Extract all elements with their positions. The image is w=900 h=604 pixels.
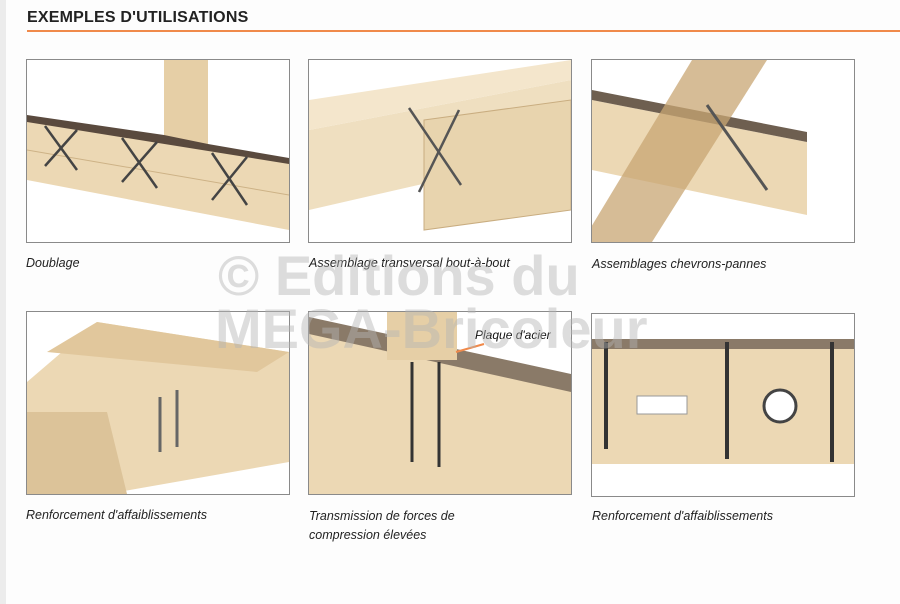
caption-chevrons-pannes: Assemblages chevrons-pannes	[592, 257, 767, 271]
caption-doublage: Doublage	[26, 256, 80, 270]
section-title: EXEMPLES D'UTILISATIONS	[27, 9, 249, 26]
illustration-renforcement-1	[26, 311, 290, 495]
page-edge	[0, 0, 6, 604]
caption-transmission-line1: Transmission de forces de	[309, 509, 455, 523]
illustration-renforcement-2	[591, 313, 855, 497]
caption-renforcement-1: Renforcement d'affaiblissements	[26, 508, 207, 522]
annotation-plaque-acier: Plaque d'acier	[472, 327, 554, 343]
illustration-chevrons-pannes	[591, 59, 855, 243]
illustration-assemblage-transversal	[308, 59, 572, 243]
caption-transmission-line2: compression élevées	[309, 528, 427, 542]
title-underline	[27, 30, 900, 32]
caption-assemblage-transversal: Assemblage transversal bout-à-bout	[309, 256, 510, 270]
illustration-doublage	[26, 59, 290, 243]
illustration-transmission-forces	[308, 311, 572, 495]
caption-renforcement-2: Renforcement d'affaiblissements	[592, 509, 773, 523]
watermark-line1: © Editions du	[218, 244, 580, 307]
